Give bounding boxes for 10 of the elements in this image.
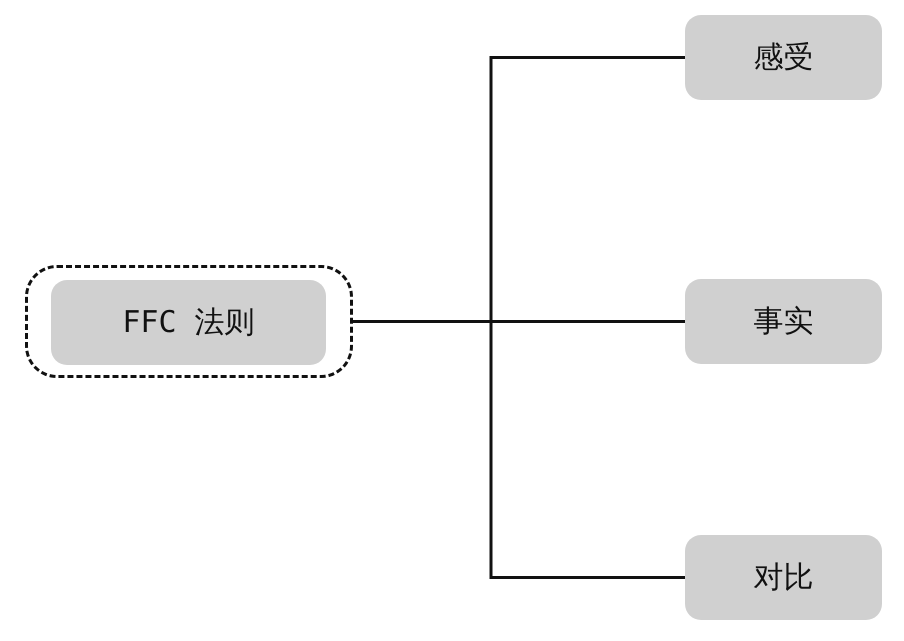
- node-label: 对比: [754, 559, 814, 597]
- rounded-box: [51, 280, 326, 365]
- rounded-box: [685, 535, 882, 620]
- dashed-frame: [25, 265, 353, 378]
- rounded-box: [685, 279, 882, 364]
- node-label: FFC 法则: [122, 304, 255, 342]
- node-label: 事实: [754, 303, 814, 341]
- connector-line: [353, 320, 685, 579]
- node-label: 感受: [754, 39, 814, 77]
- rounded-box: [685, 15, 882, 100]
